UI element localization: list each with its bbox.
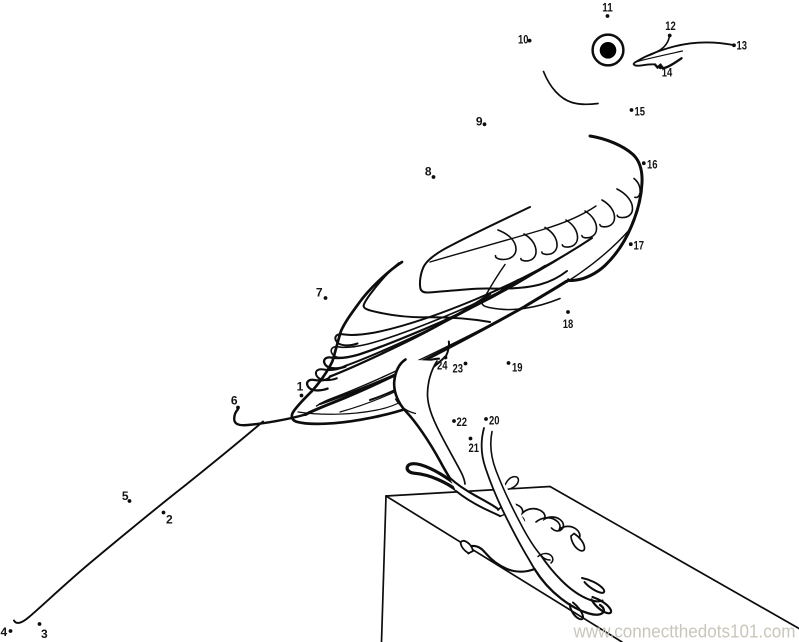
svg-text:1: 1: [297, 380, 304, 394]
svg-text:17: 17: [634, 239, 645, 253]
svg-text:3: 3: [41, 627, 48, 641]
svg-text:20: 20: [489, 414, 500, 428]
svg-text:10: 10: [518, 33, 529, 47]
svg-text:19: 19: [512, 361, 523, 375]
svg-text:9: 9: [476, 115, 483, 129]
svg-text:18: 18: [563, 317, 574, 331]
svg-text:15: 15: [635, 105, 646, 119]
svg-text:6: 6: [231, 394, 238, 408]
svg-text:16: 16: [647, 158, 658, 172]
svg-text:11: 11: [602, 1, 613, 15]
svg-text:21: 21: [469, 441, 480, 455]
svg-text:www.connectthedots101.com: www.connectthedots101.com: [573, 621, 796, 642]
svg-text:23: 23: [453, 362, 464, 376]
svg-text:4: 4: [1, 625, 8, 639]
svg-text:5: 5: [122, 489, 129, 503]
svg-text:14: 14: [662, 66, 673, 80]
svg-text:7: 7: [316, 286, 323, 300]
svg-text:2: 2: [166, 513, 173, 527]
svg-text:13: 13: [737, 39, 748, 53]
svg-text:24: 24: [437, 359, 448, 373]
svg-text:8: 8: [425, 165, 432, 179]
svg-text:12: 12: [665, 19, 676, 33]
svg-text:22: 22: [457, 415, 468, 429]
